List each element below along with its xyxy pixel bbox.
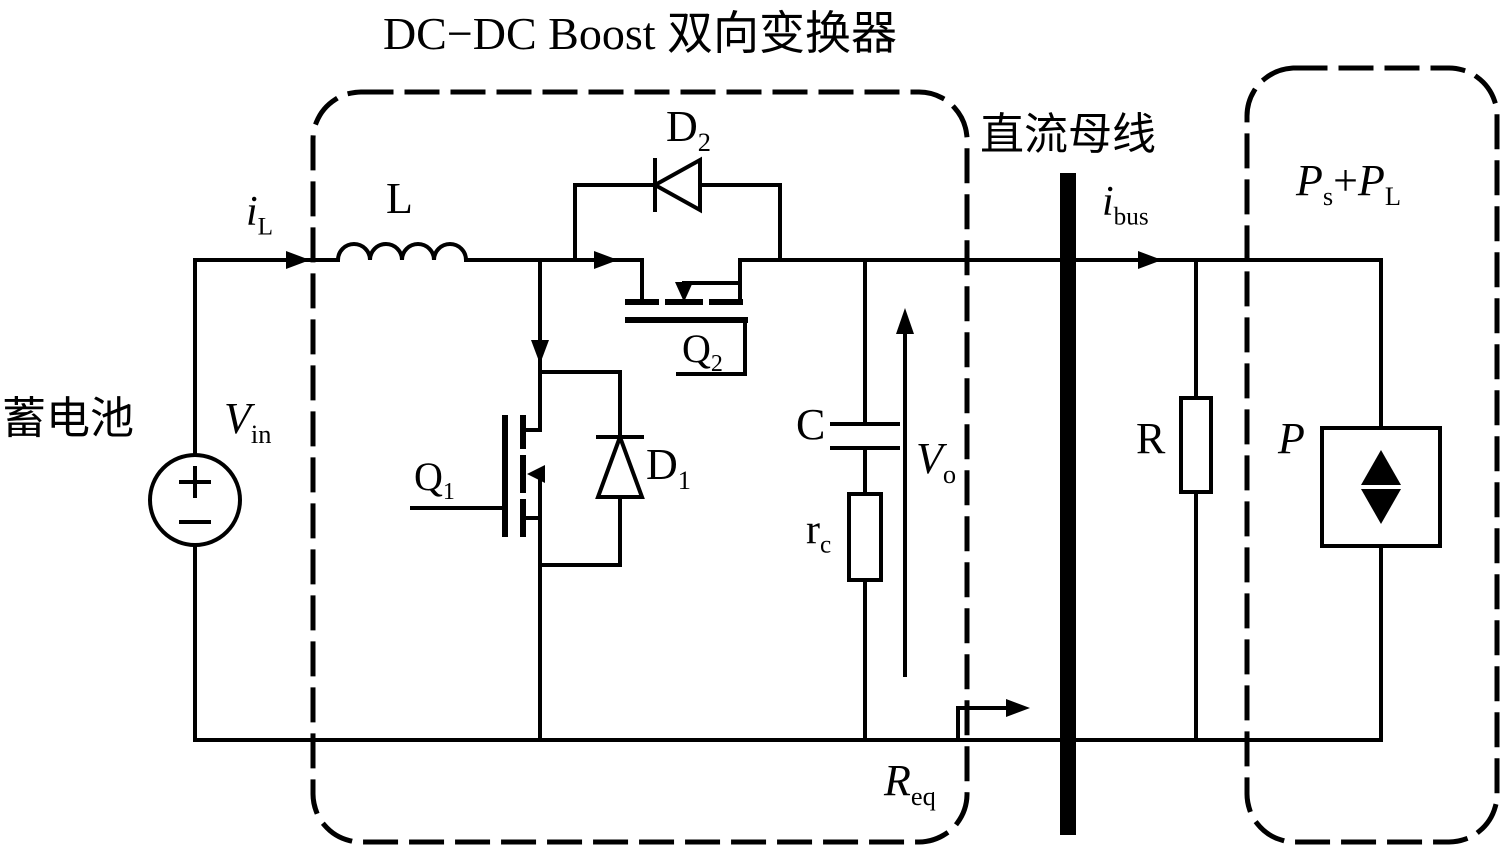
vo-arrowhead-icon: [896, 308, 914, 334]
converter-dashed-box: [310, 89, 970, 845]
vo-label: Vo: [916, 434, 957, 489]
vo-measure-arrow: [896, 308, 914, 677]
dc-bus-label: 直流母线: [980, 110, 1156, 159]
d1-label: D1: [646, 440, 691, 495]
il-current-arrow-icon: [286, 251, 310, 269]
plus-icon: [179, 466, 211, 498]
q1-label: Q1: [414, 454, 455, 505]
load-dashed-box: [1244, 65, 1500, 845]
down-arrow-icon: [1361, 489, 1401, 524]
battery-symbol: [148, 453, 242, 547]
inductor-symbol: [335, 242, 469, 263]
resistor-r-symbol: [1179, 258, 1213, 742]
p-load-label: P: [1278, 414, 1305, 463]
req-label: Req: [884, 756, 936, 811]
inductor-label: L: [386, 174, 413, 223]
figure-title: DC−DC Boost 双向变换器: [382, 8, 898, 59]
mid-current-arrow-icon: [594, 251, 618, 269]
q1-body-arrow-icon: [527, 465, 545, 483]
diode-d1-symbol: [538, 370, 645, 567]
diode-d2-symbol: [573, 156, 782, 262]
power-source-symbol: [1320, 258, 1442, 742]
resistor-label: R: [1136, 414, 1166, 463]
battery-label: 蓄电池: [2, 394, 134, 443]
capacitor-label: C: [796, 400, 826, 449]
p-sum-label: Ps+PL: [1296, 156, 1402, 211]
rc-label: rc: [806, 507, 832, 559]
up-arrow-icon: [1361, 450, 1401, 485]
req-arrowhead-icon: [1006, 699, 1030, 717]
mosfet-q2-symbol: [625, 258, 748, 376]
wires: [193, 258, 1383, 742]
ibus-current-arrow-icon: [1138, 251, 1162, 269]
req-current-arrow: [956, 699, 1030, 742]
q1-drain-current-arrow-icon: [531, 340, 549, 364]
mosfet-q1-symbol: [410, 258, 549, 742]
capacitor-symbol: [830, 258, 900, 496]
d2-label: D2: [666, 102, 711, 157]
ibus-label: ibus: [1102, 179, 1149, 231]
rc-resistor-symbol: [847, 492, 883, 742]
q2-label: Q2: [682, 326, 723, 377]
vin-label: Vin: [224, 394, 272, 449]
il-label: iL: [246, 189, 274, 241]
dc-bus-bar: [1060, 173, 1076, 835]
q2-body-arrow-icon: [675, 282, 693, 302]
